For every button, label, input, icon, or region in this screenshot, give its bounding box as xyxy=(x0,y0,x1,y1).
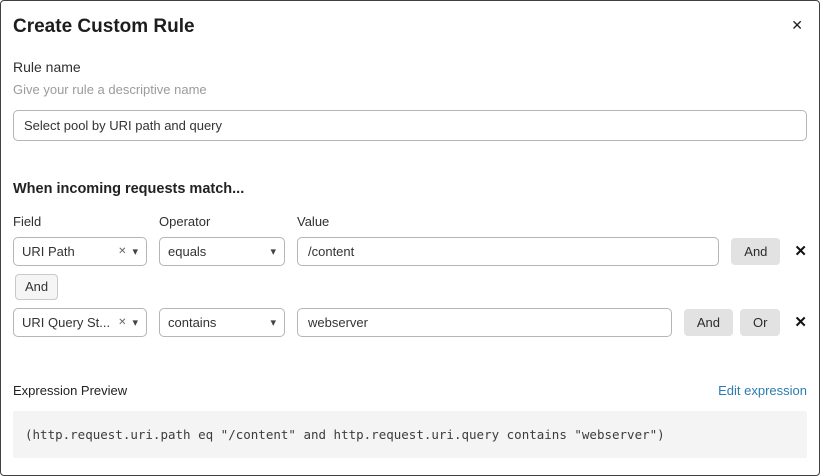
dialog-header: Create Custom Rule ✕ xyxy=(13,15,807,39)
operator-select[interactable]: equals ▾ xyxy=(159,237,285,266)
chevron-down-icon: ▾ xyxy=(132,317,138,329)
chevron-down-icon: ▾ xyxy=(270,317,276,329)
field-select-value: URI Path xyxy=(22,244,75,259)
clear-selection-icon[interactable]: ✕ xyxy=(118,246,127,257)
operator-select[interactable]: contains ▾ xyxy=(159,308,285,337)
condition-column-labels: Field Operator Value xyxy=(13,214,807,229)
field-select-value: URI Query St... xyxy=(22,315,111,330)
operator-column-label: Operator xyxy=(159,214,211,229)
match-section-heading: When incoming requests match... xyxy=(13,181,245,197)
and-connector-badge[interactable]: And xyxy=(15,274,59,300)
operator-select-value: contains xyxy=(168,315,217,330)
field-column-label: Field xyxy=(13,214,42,229)
close-icon[interactable]: ✕ xyxy=(791,17,803,33)
conjunction-buttons: And Or xyxy=(683,309,781,336)
field-select[interactable]: URI Query St... ✕ ▾ xyxy=(13,308,147,337)
clear-selection-icon[interactable]: ✕ xyxy=(118,317,127,328)
rule-name-hint: Give your rule a descriptive name xyxy=(13,82,207,97)
edit-expression-link[interactable]: Edit expression xyxy=(718,383,807,398)
value-input[interactable] xyxy=(297,308,672,337)
conjunction-buttons: And xyxy=(731,238,781,265)
and-button[interactable]: And xyxy=(683,309,733,336)
rule-name-label: Rule name xyxy=(13,59,81,75)
value-column-label: Value xyxy=(297,214,330,229)
operator-select-value: equals xyxy=(168,244,207,259)
condition-row-1: URI Path ✕ ▾ equals ▾ And ✕ xyxy=(13,237,807,266)
rule-name-input[interactable] xyxy=(13,110,807,141)
dialog-title: Create Custom Rule xyxy=(13,16,195,37)
remove-row-icon[interactable]: ✕ xyxy=(794,243,807,260)
remove-row-icon[interactable]: ✕ xyxy=(794,314,807,331)
rule-name-section: Rule name Give your rule a descriptive n… xyxy=(13,59,807,141)
value-input[interactable] xyxy=(297,237,720,266)
chevron-down-icon: ▾ xyxy=(270,246,276,258)
chevron-down-icon: ▾ xyxy=(132,246,138,258)
or-button[interactable]: Or xyxy=(739,309,781,336)
expression-code: (http.request.uri.path eq "/content" and… xyxy=(13,411,807,458)
condition-row-2: URI Query St... ✕ ▾ contains ▾ And Or ✕ xyxy=(13,308,807,337)
expression-preview-header: Expression Preview Edit expression xyxy=(13,383,807,399)
and-button[interactable]: And xyxy=(731,238,781,265)
field-select[interactable]: URI Path ✕ ▾ xyxy=(13,237,147,266)
expression-preview-label: Expression Preview xyxy=(13,383,128,398)
